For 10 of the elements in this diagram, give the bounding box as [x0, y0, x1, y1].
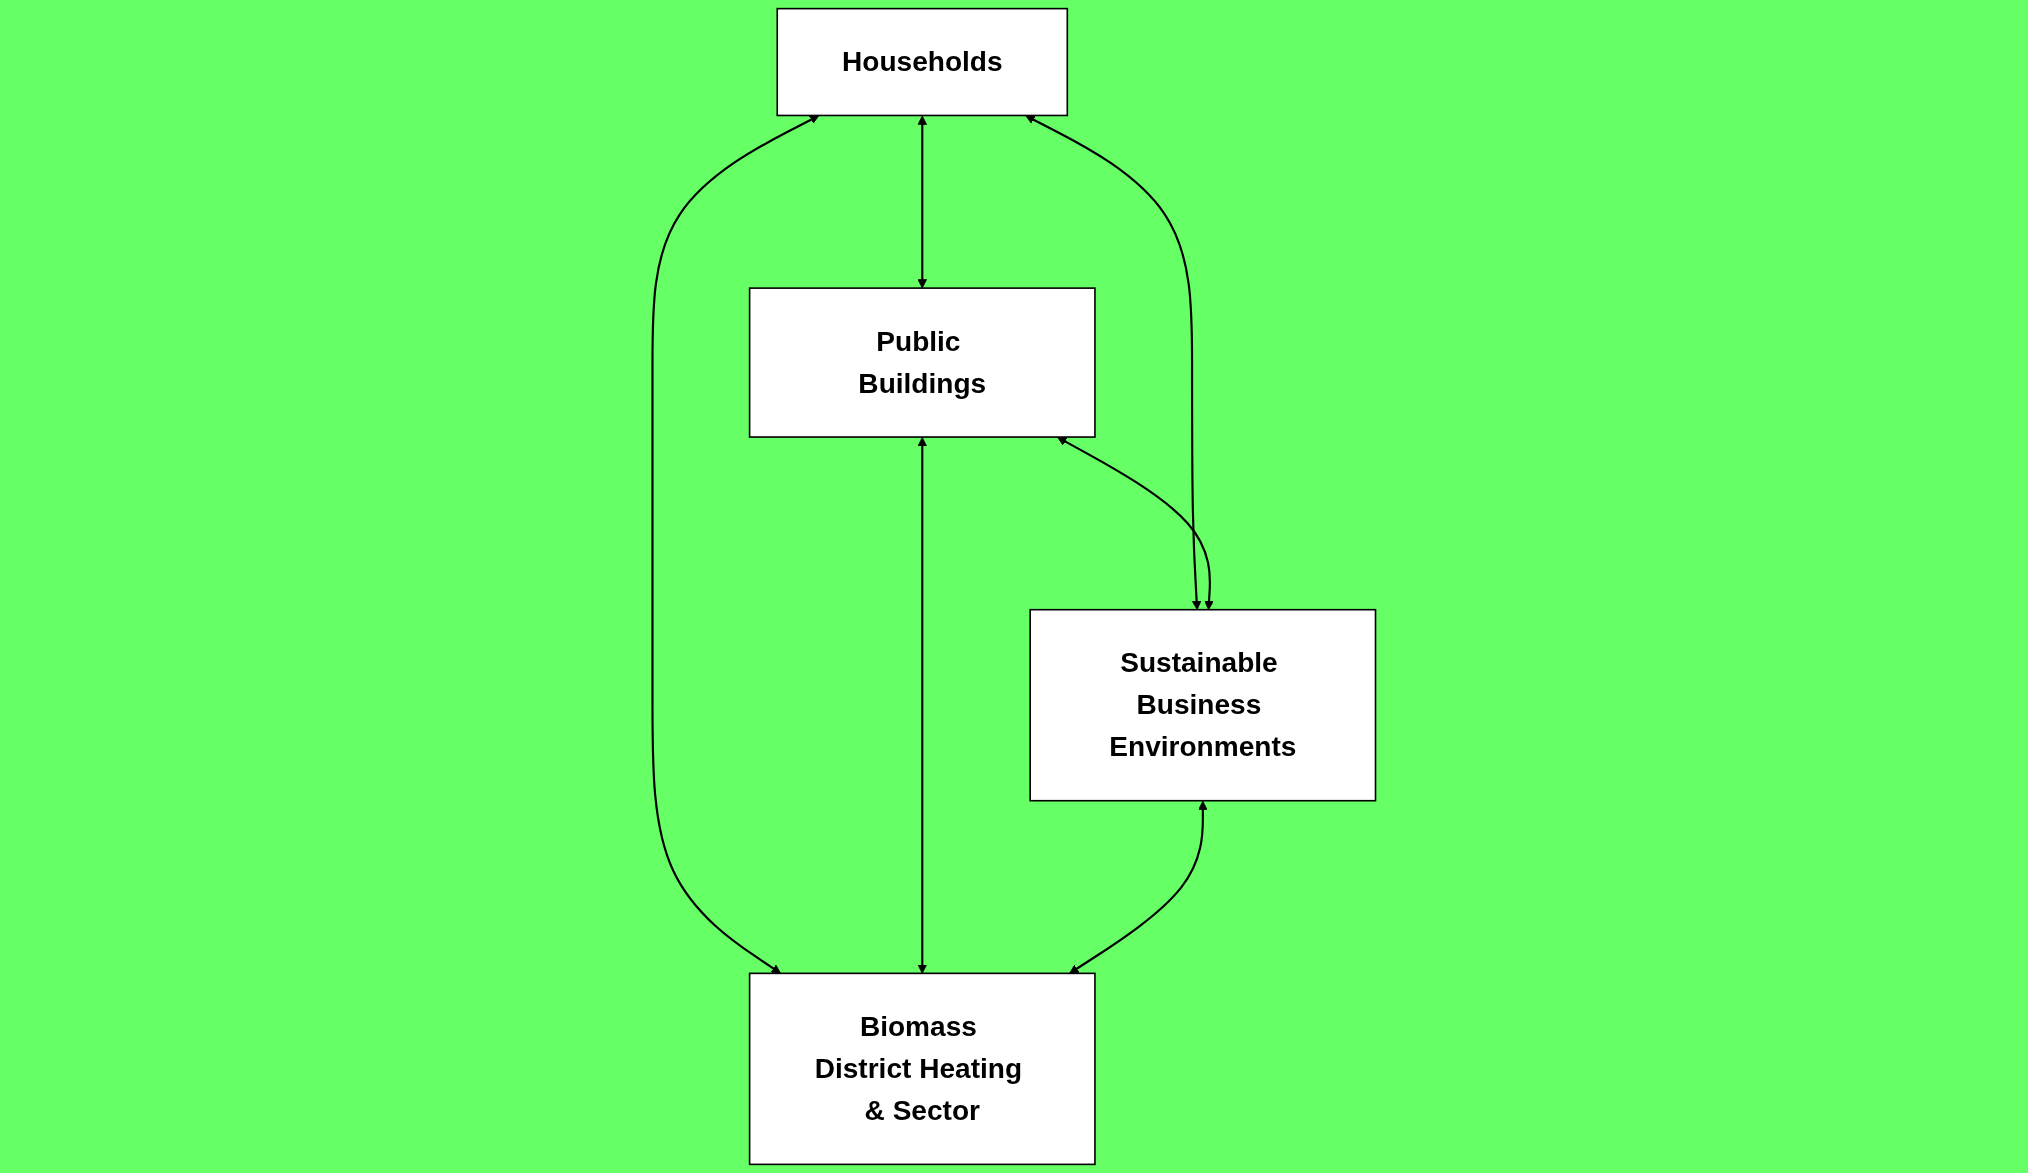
node-box: Sustainable Business Environments: [1029, 608, 1377, 802]
arrow: [651, 115, 820, 974]
arrow: [917, 115, 927, 289]
node-box: Biomass District Heating & Sector: [748, 972, 1096, 1166]
node-box: Households: [776, 7, 1069, 117]
arrow: [1025, 115, 1202, 611]
arrow: [917, 437, 927, 974]
arrow: [1057, 436, 1214, 611]
arrow: [1069, 800, 1208, 974]
node-box: Public Buildings: [748, 287, 1096, 438]
